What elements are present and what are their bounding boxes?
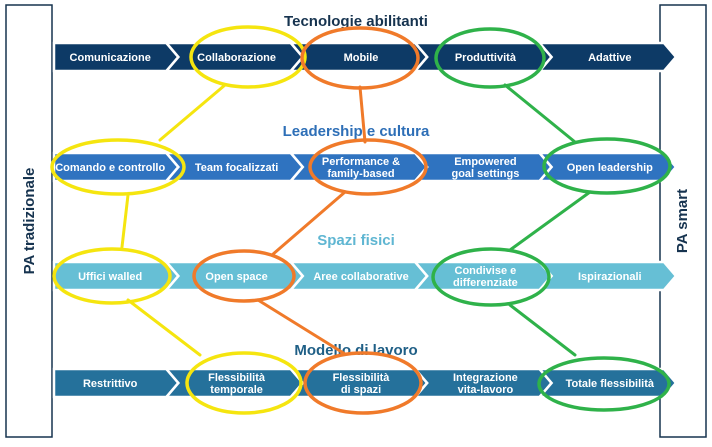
- segment-label: Team focalizzati: [195, 162, 279, 174]
- band-leadership: Comando e controllo Team focalizzati Perfo…: [52, 151, 678, 183]
- green-highlight-ellipse: [542, 137, 672, 195]
- green-highlight-ellipse: [434, 27, 546, 89]
- segment-label: Performance &family-based: [322, 156, 400, 180]
- right-frame: [659, 4, 707, 438]
- yellow-highlight-ellipse: [185, 351, 303, 415]
- orange-connector-line: [270, 190, 347, 257]
- connector-lines: [120, 83, 592, 357]
- segment-label: Ispirazionali: [578, 271, 642, 283]
- green-highlight-ellipse: [431, 247, 551, 307]
- band-spazi: Uffici walled Open space Aree collaborativ…: [52, 260, 678, 292]
- yellow-highlight-ellipse: [189, 25, 307, 89]
- green-connector-line: [503, 83, 577, 144]
- segment-label: Comunicazione: [70, 52, 151, 64]
- row-title-leadership: Leadership e cultura: [283, 123, 430, 140]
- orange-highlight-ellipse: [300, 26, 420, 90]
- green-connector-line: [508, 190, 592, 252]
- segment-label: Uffici walled: [78, 271, 142, 283]
- row-title-modello: Modello di lavoro: [294, 342, 417, 359]
- left-frame: [5, 4, 53, 438]
- yellow-connector-line: [126, 298, 202, 357]
- orange-highlight-ellipse: [308, 138, 428, 196]
- row-title-spazi: Spazi fisici: [317, 232, 395, 249]
- segment-label: Produttività: [455, 52, 517, 64]
- yellow-connector-line: [120, 193, 130, 249]
- green-connector-line: [508, 303, 577, 357]
- segment-modello-5: [536, 367, 678, 399]
- segment-label: Open space: [205, 271, 267, 283]
- segment-label: Adattive: [588, 52, 631, 64]
- segment-label: Totale flessibilità: [566, 378, 655, 390]
- yellow-connector-line: [158, 83, 227, 142]
- segment-label: Comando e controllo: [55, 162, 165, 174]
- segment-label: Mobile: [344, 52, 379, 64]
- orange-connector-line: [358, 85, 367, 144]
- row-bands: Comunicazione Collaborazione Mobile Produtt…: [52, 41, 678, 399]
- segment-spazi-5: [536, 260, 678, 292]
- orange-connector-line: [256, 298, 347, 356]
- segment-label: Restrittivo: [83, 378, 138, 390]
- yellow-highlight-ellipse: [50, 138, 186, 196]
- segment-label: Open leadership: [567, 162, 653, 174]
- green-highlight-ellipse: [537, 356, 671, 412]
- highlight-ellipses: [50, 25, 672, 415]
- row-title-tecnologie: Tecnologie abilitanti: [284, 13, 428, 30]
- orange-highlight-ellipse: [192, 249, 296, 303]
- orange-highlight-ellipse: [303, 351, 423, 415]
- band-tecnologie: Comunicazione Collaborazione Mobile Produtt…: [52, 41, 678, 73]
- left-side-label: PA tradizionale: [21, 168, 38, 275]
- yellow-highlight-ellipse: [52, 247, 172, 305]
- segment-label: Collaborazione: [197, 52, 276, 64]
- segment-label: Aree collaborative: [313, 271, 408, 283]
- segment-tecnologie-5: [536, 41, 678, 73]
- right-side-label: PA smart: [674, 189, 691, 253]
